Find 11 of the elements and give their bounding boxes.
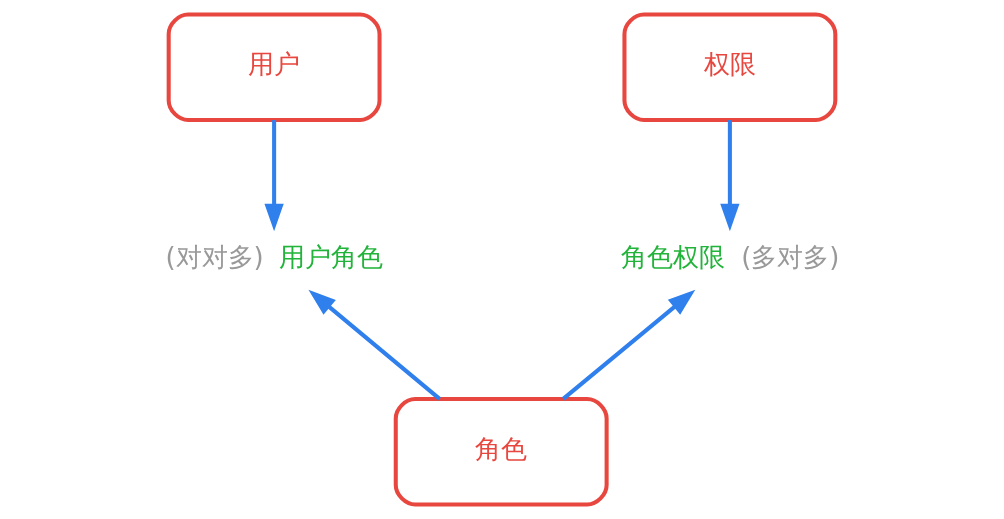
arrow [264, 120, 284, 232]
node-box: 角色 [393, 396, 609, 507]
node-label: (对对多) [165, 241, 264, 272]
node-label: (多对多) [741, 241, 840, 272]
node-text: 用户角色 [278, 241, 383, 272]
node-box: 用户 [166, 12, 382, 123]
arrow [308, 289, 441, 401]
arrow [561, 289, 696, 401]
node-text: 角色权限 [621, 241, 726, 272]
node-box: 权限 [622, 12, 838, 123]
arrow [720, 120, 740, 232]
